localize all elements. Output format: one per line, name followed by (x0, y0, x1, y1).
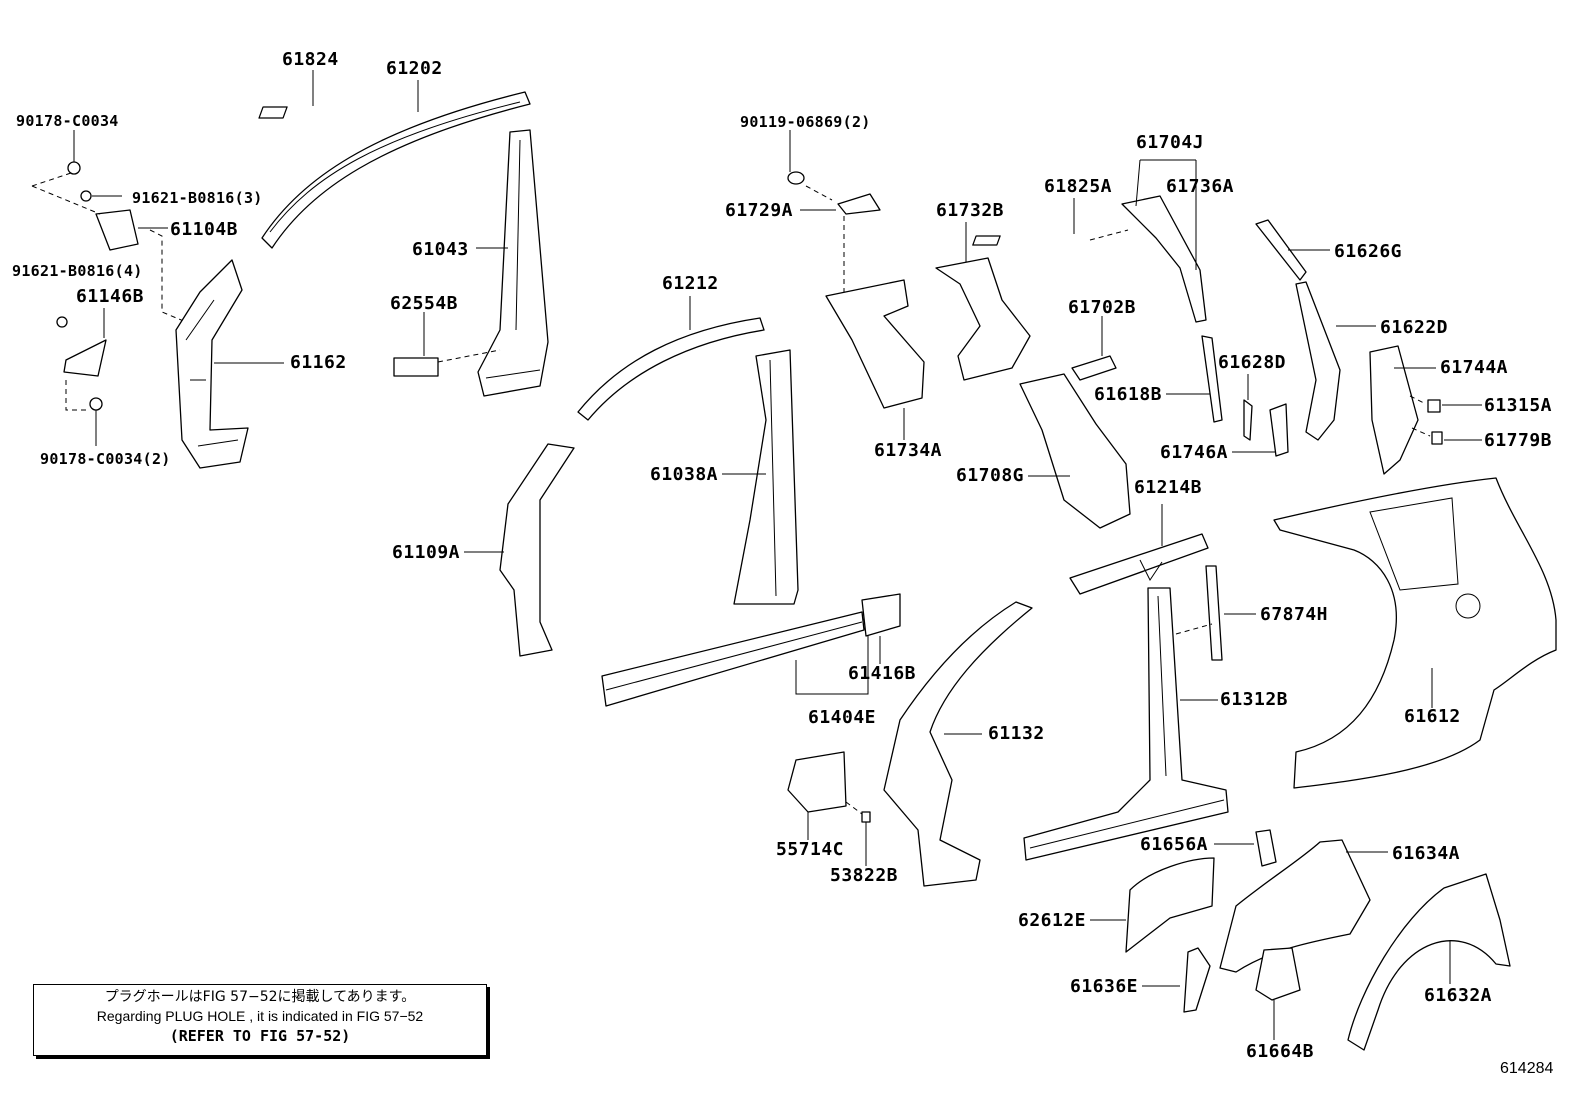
label-61612: 61612 (1404, 706, 1461, 727)
part-61732B (935, 257, 1031, 381)
part-53822B (861, 811, 871, 823)
label-53822B: 53822B (830, 865, 899, 886)
part-61038A (733, 349, 799, 605)
label-61744A: 61744A (1440, 357, 1509, 378)
label-61618B: 61618B (1094, 384, 1163, 405)
label-62554B: 62554B (390, 293, 459, 314)
label-61825A: 61825A (1044, 176, 1113, 197)
label-61628D: 61628D (1218, 352, 1287, 373)
label-61746A: 61746A (1160, 442, 1229, 463)
part-62612E (1125, 857, 1215, 953)
label-61664B: 61664B (1246, 1041, 1315, 1062)
label-61132: 61132 (988, 723, 1045, 744)
part-61312B (1023, 587, 1229, 861)
part-61746A (1269, 403, 1289, 457)
part-61736A (1121, 195, 1207, 323)
part-67874H (1205, 565, 1223, 661)
label-61736A: 61736A (1166, 176, 1235, 197)
part-61043 (477, 129, 549, 397)
label-61729A: 61729A (725, 200, 794, 221)
part-61622D (1295, 281, 1341, 441)
part-61404E (601, 611, 865, 707)
label-61779B: 61779B (1484, 430, 1553, 451)
label-62612E: 62612E (1018, 910, 1087, 931)
label-61824: 61824 (282, 49, 339, 70)
part-61315A (1427, 399, 1441, 413)
part-61656A (1255, 829, 1277, 867)
label-61104B: 61104B (170, 219, 239, 240)
part-61702B (1071, 355, 1117, 381)
part-61634A (1219, 839, 1371, 973)
part-61202 (261, 91, 531, 249)
label-61404E: 61404E (808, 707, 877, 728)
part-61734A (825, 279, 925, 409)
part-61212 (577, 317, 765, 421)
note-line-refer: (REFER TO FIG 57-52) (169, 1027, 351, 1045)
label-61146B: 61146B (76, 286, 145, 307)
label-55714C: 55714C (776, 839, 845, 860)
label-61214B: 61214B (1134, 477, 1203, 498)
part-61664B (1255, 947, 1301, 1001)
label-61315A: 61315A (1484, 395, 1553, 416)
part-61708G (1019, 373, 1131, 529)
bolt-91621-4 (56, 316, 68, 328)
part-61214B (1069, 533, 1209, 595)
label-61636E: 61636E (1070, 976, 1139, 997)
part-61824 (258, 106, 288, 119)
label-61212: 61212 (662, 273, 719, 294)
part-61146B (63, 339, 107, 377)
part-61825A (972, 235, 1001, 246)
label-61734A: 61734A (874, 440, 943, 461)
part-61162 (175, 259, 249, 469)
part-61779B (1431, 431, 1443, 445)
label-91621-B0816-3: 91621-B0816(3) (132, 189, 263, 207)
label-61416B: 61416B (848, 663, 917, 684)
bolt-91621-3 (80, 190, 92, 202)
figure-number: 614284 (1500, 1060, 1554, 1077)
part-61626G (1255, 219, 1307, 281)
clip-90178-top (67, 161, 81, 175)
part-61632A (1347, 873, 1511, 1051)
part-61628D (1243, 399, 1253, 441)
label-61632A: 61632A (1424, 985, 1493, 1006)
label-61109A: 61109A (392, 542, 461, 563)
part-61636E (1183, 947, 1211, 1013)
clip-90119 (787, 171, 805, 185)
clip-90178-bottom (89, 397, 103, 411)
part-61612 (1273, 477, 1557, 789)
label-61708G: 61708G (956, 465, 1025, 486)
label-61312B: 61312B (1220, 689, 1289, 710)
label-61702B: 61702B (1068, 297, 1137, 318)
label-61202: 61202 (386, 58, 443, 79)
part-55714C (787, 751, 847, 813)
label-61043: 61043 (412, 239, 469, 260)
label-91621-B0816-4: 91621-B0816(4) (12, 262, 143, 280)
part-62554B (393, 357, 439, 377)
part-61132 (883, 601, 1033, 887)
plug-hole-note: プラグホールはFIG 57−52に掲載してあります。 Regarding PLU… (33, 984, 487, 1056)
label-61626G: 61626G (1334, 241, 1403, 262)
label-90178-C0034: 90178-C0034 (16, 112, 119, 130)
note-line-japanese: プラグホールはFIG 57−52に掲載してあります。 (104, 989, 416, 1005)
note-line-english: Regarding PLUG HOLE , it is indicated in… (96, 1008, 424, 1024)
label-90119-06869: 90119-06869(2) (740, 113, 871, 131)
label-61656A: 61656A (1140, 834, 1209, 855)
label-67874H: 67874H (1260, 604, 1329, 625)
label-61634A: 61634A (1392, 843, 1461, 864)
label-61162: 61162 (290, 352, 347, 373)
label-61732B: 61732B (936, 200, 1005, 221)
label-90178-C0034-2: 90178-C0034(2) (40, 450, 171, 468)
part-61104B (95, 209, 139, 251)
part-61109A (499, 443, 575, 657)
part-61744A (1369, 345, 1419, 475)
part-61416B (861, 593, 901, 637)
label-61704J: 61704J (1136, 132, 1205, 153)
part-61729A (837, 193, 881, 215)
part-61618B (1201, 335, 1223, 423)
label-61038A: 61038A (650, 464, 719, 485)
label-61622D: 61622D (1380, 317, 1449, 338)
